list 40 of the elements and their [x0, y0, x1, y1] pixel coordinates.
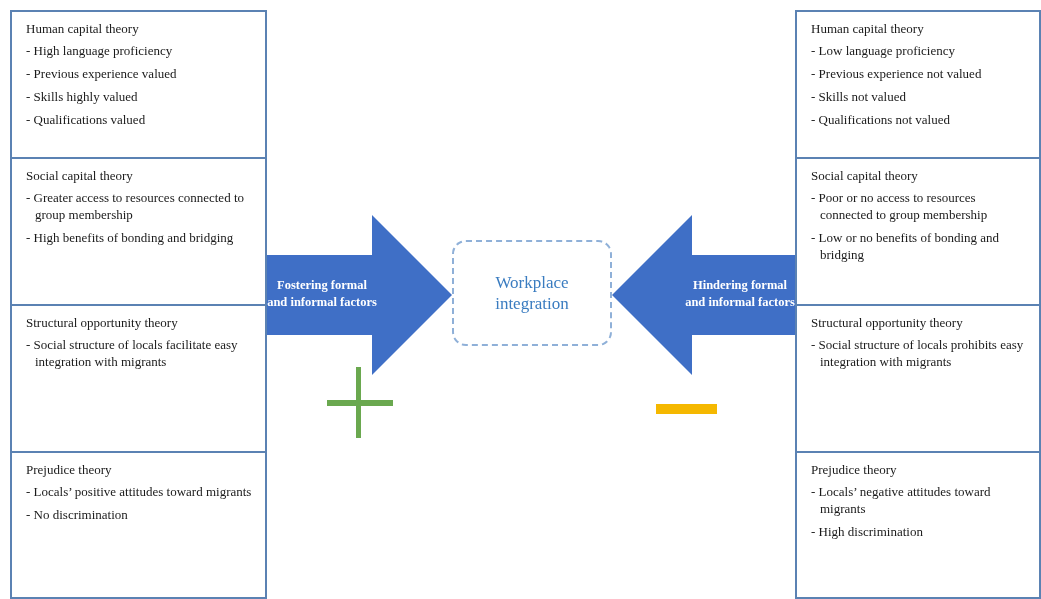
bullet-text: - No discrimination: [26, 506, 129, 523]
bullet-text: - Previous experience not valued: [811, 65, 983, 82]
theory-heading: Prejudice theory: [811, 461, 898, 479]
goal-box: [452, 240, 612, 346]
block-arrow: [267, 215, 452, 375]
theory-heading: Structural opportunity theory: [811, 314, 964, 332]
bullet-text: - Previous experience valued: [26, 65, 178, 82]
bullet-text: - Qualifications valued: [26, 111, 147, 128]
theory-box: [795, 10, 1041, 159]
bullet-text: - Low or no benefits of bonding and bridging: [811, 229, 1001, 263]
theory-box: [795, 451, 1041, 599]
block-arrow: [612, 215, 795, 375]
edge-label: Fostering formal and informal factors: [267, 277, 377, 311]
bullet-text: - Qualifications not valued: [811, 111, 951, 128]
theory-heading: Human capital theory: [811, 20, 925, 38]
theory-box: [795, 304, 1041, 453]
theory-box: [10, 10, 267, 159]
theory-heading: Social capital theory: [26, 167, 134, 185]
bullet-text: - Greater access to resources connected to group membership: [26, 189, 245, 223]
theory-box: [795, 157, 1041, 306]
theory-heading: Prejudice theory: [26, 461, 113, 479]
bullet-text: - Locals’ positive attitudes toward migrants: [26, 483, 253, 500]
theory-box: [10, 304, 267, 453]
theory-heading: Social capital theory: [811, 167, 919, 185]
bullet-text: - High discrimination: [811, 523, 924, 540]
bullet-text: - Poor or no access to resources connected to group membership: [811, 189, 989, 223]
bullet-text: - Social structure of locals prohibits easy integration with migrants: [811, 336, 1025, 370]
bullet-text: - High benefits of bonding and bridging: [26, 229, 235, 246]
bullet-text: - Locals’ negative attitudes toward migrants: [811, 483, 992, 517]
theory-box: [10, 157, 267, 306]
theory-heading: Human capital theory: [26, 20, 140, 38]
theory-box: [10, 451, 267, 599]
bullet-text: - Skills not valued: [811, 88, 907, 105]
goal-text: Workplace integration: [494, 272, 570, 314]
bullet-text: - Low language proficiency: [811, 42, 957, 59]
edge-label: Hindering formal and informal factors: [684, 277, 796, 311]
theory-heading: Structural opportunity theory: [26, 314, 179, 332]
bullet-text: - Social structure of locals facilitate easy integration with migrants: [26, 336, 239, 370]
bullet-text: - High language proficiency: [26, 42, 174, 59]
bullet-text: - Skills highly valued: [26, 88, 139, 105]
